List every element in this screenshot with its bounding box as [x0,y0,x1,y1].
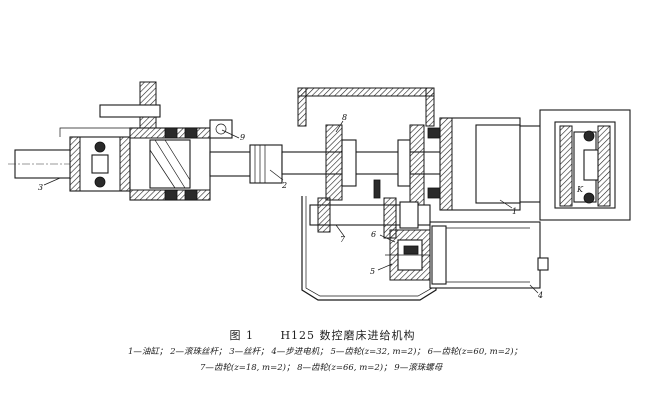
callout-8: 8 [342,113,347,122]
figure-caption: 图 1 H125 数控磨床进给机构 [0,327,645,343]
callout-7: 7 [340,235,346,244]
callout-leaders [43,120,539,294]
callout-6: 6 [371,230,376,239]
gearbox [281,87,443,301]
left-screw-assembly [8,81,300,201]
figure-label: 图 1 [229,329,254,342]
callout-k: K [576,185,584,194]
legend-line-2: 7—齿轮(z=18, m=2)； 8—齿轮(z=66, m=2)； 9—滚珠螺母 [200,363,443,373]
figure-title: H125 数控磨床进给机构 [280,329,416,342]
callout-9: 9 [240,133,245,142]
stepper-motor [429,221,549,289]
callout-2: 2 [281,181,287,190]
mechanism-drawing: 3 2 9 8 7 6 5 1 4 K [8,81,631,301]
callout-1: 1 [512,207,517,216]
cylinder-assembly [439,109,631,221]
callout-5: 5 [370,267,375,276]
legend-line-1: 1—油缸； 2—滚珠丝杆； 3—丝杆； 4—步进电机； 5—齿轮(z=32, m… [128,347,523,357]
callout-3: 3 [38,183,43,192]
callout-4: 4 [537,291,543,300]
